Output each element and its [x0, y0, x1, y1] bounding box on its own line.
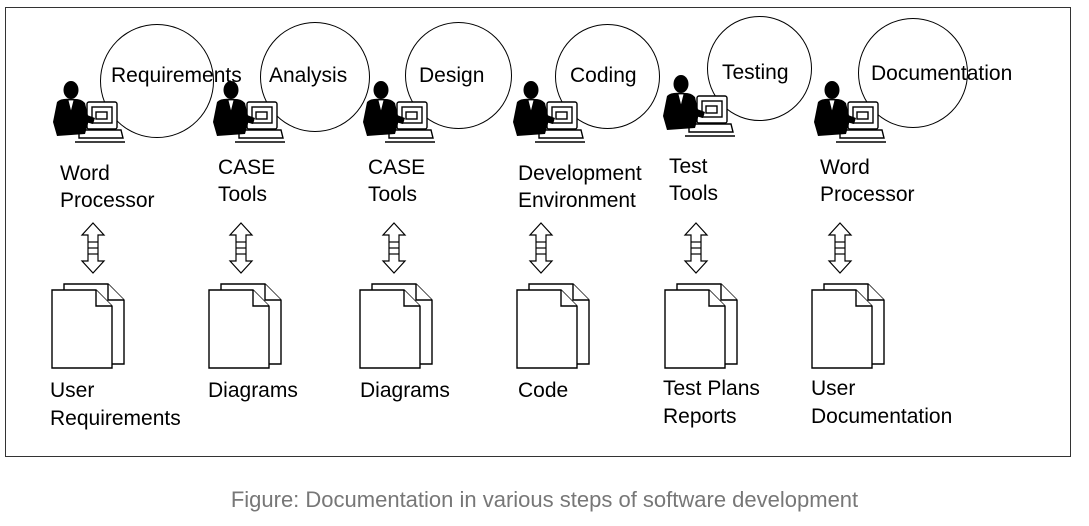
document-stack-icon: [208, 283, 282, 369]
tool-label: CASE Tools: [218, 156, 276, 206]
document-label: Code: [518, 379, 569, 402]
document-label: Diagrams: [360, 379, 450, 402]
bidirectional-arrow-icon: [80, 222, 106, 274]
bidirectional-arrow-icon: [228, 222, 254, 274]
person-at-computer-icon: [663, 75, 735, 137]
document-label: Test Plans Reports: [663, 377, 760, 428]
document-stack-icon: [51, 283, 125, 369]
phase-label: Analysis: [269, 64, 348, 87]
tool-label: Word Processor: [820, 156, 915, 206]
person-at-computer-icon: [363, 81, 435, 143]
phase-circle: [260, 22, 370, 132]
phase-circle: [100, 24, 214, 138]
phase-label: Design: [419, 64, 485, 87]
stage-analysis: Analysis CASE Tools Diagrams: [205, 0, 370, 526]
person-at-computer-icon: [53, 81, 125, 143]
bidirectional-arrow-icon: [381, 222, 407, 274]
tool-label: Development Environment: [518, 162, 642, 212]
stage-testing: Testing Test Tools Test Plans Re: [657, 0, 817, 526]
bidirectional-arrow-icon: [528, 222, 554, 274]
person-at-computer-icon: [814, 81, 886, 143]
phase-label: Documentation: [871, 62, 1013, 85]
phase-label: Requirements: [111, 64, 242, 87]
diagram-frame: [5, 7, 1071, 457]
bidirectional-arrow-icon: [683, 222, 709, 274]
document-label: User Requirements: [50, 379, 181, 430]
figure-caption: Figure: Documentation in various steps o…: [230, 487, 859, 512]
person-at-computer-icon: [513, 81, 585, 143]
tool-label: Test Tools: [669, 155, 719, 205]
tool-label: CASE Tools: [368, 156, 426, 206]
document-stack-icon: [516, 283, 590, 369]
person-at-computer-icon: [213, 81, 285, 143]
stage-coding: Coding Development Environment C: [505, 0, 665, 526]
document-stack-icon: [359, 283, 433, 369]
stage-requirements: Requirements Word Processor User: [45, 0, 242, 526]
phase-label: Coding: [570, 64, 637, 87]
bidirectional-arrow-icon: [827, 222, 853, 274]
stage-design: Design CASE Tools Diagrams: [355, 0, 515, 526]
document-label: Diagrams: [208, 379, 298, 402]
stage-documentation: Documentation Word Processor Use: [806, 0, 1046, 526]
document-label: User Documentation: [811, 377, 953, 428]
phase-label: Testing: [722, 61, 789, 84]
document-stack-icon: [664, 283, 738, 369]
document-stack-icon: [811, 283, 885, 369]
tool-label: Word Processor: [60, 162, 155, 212]
